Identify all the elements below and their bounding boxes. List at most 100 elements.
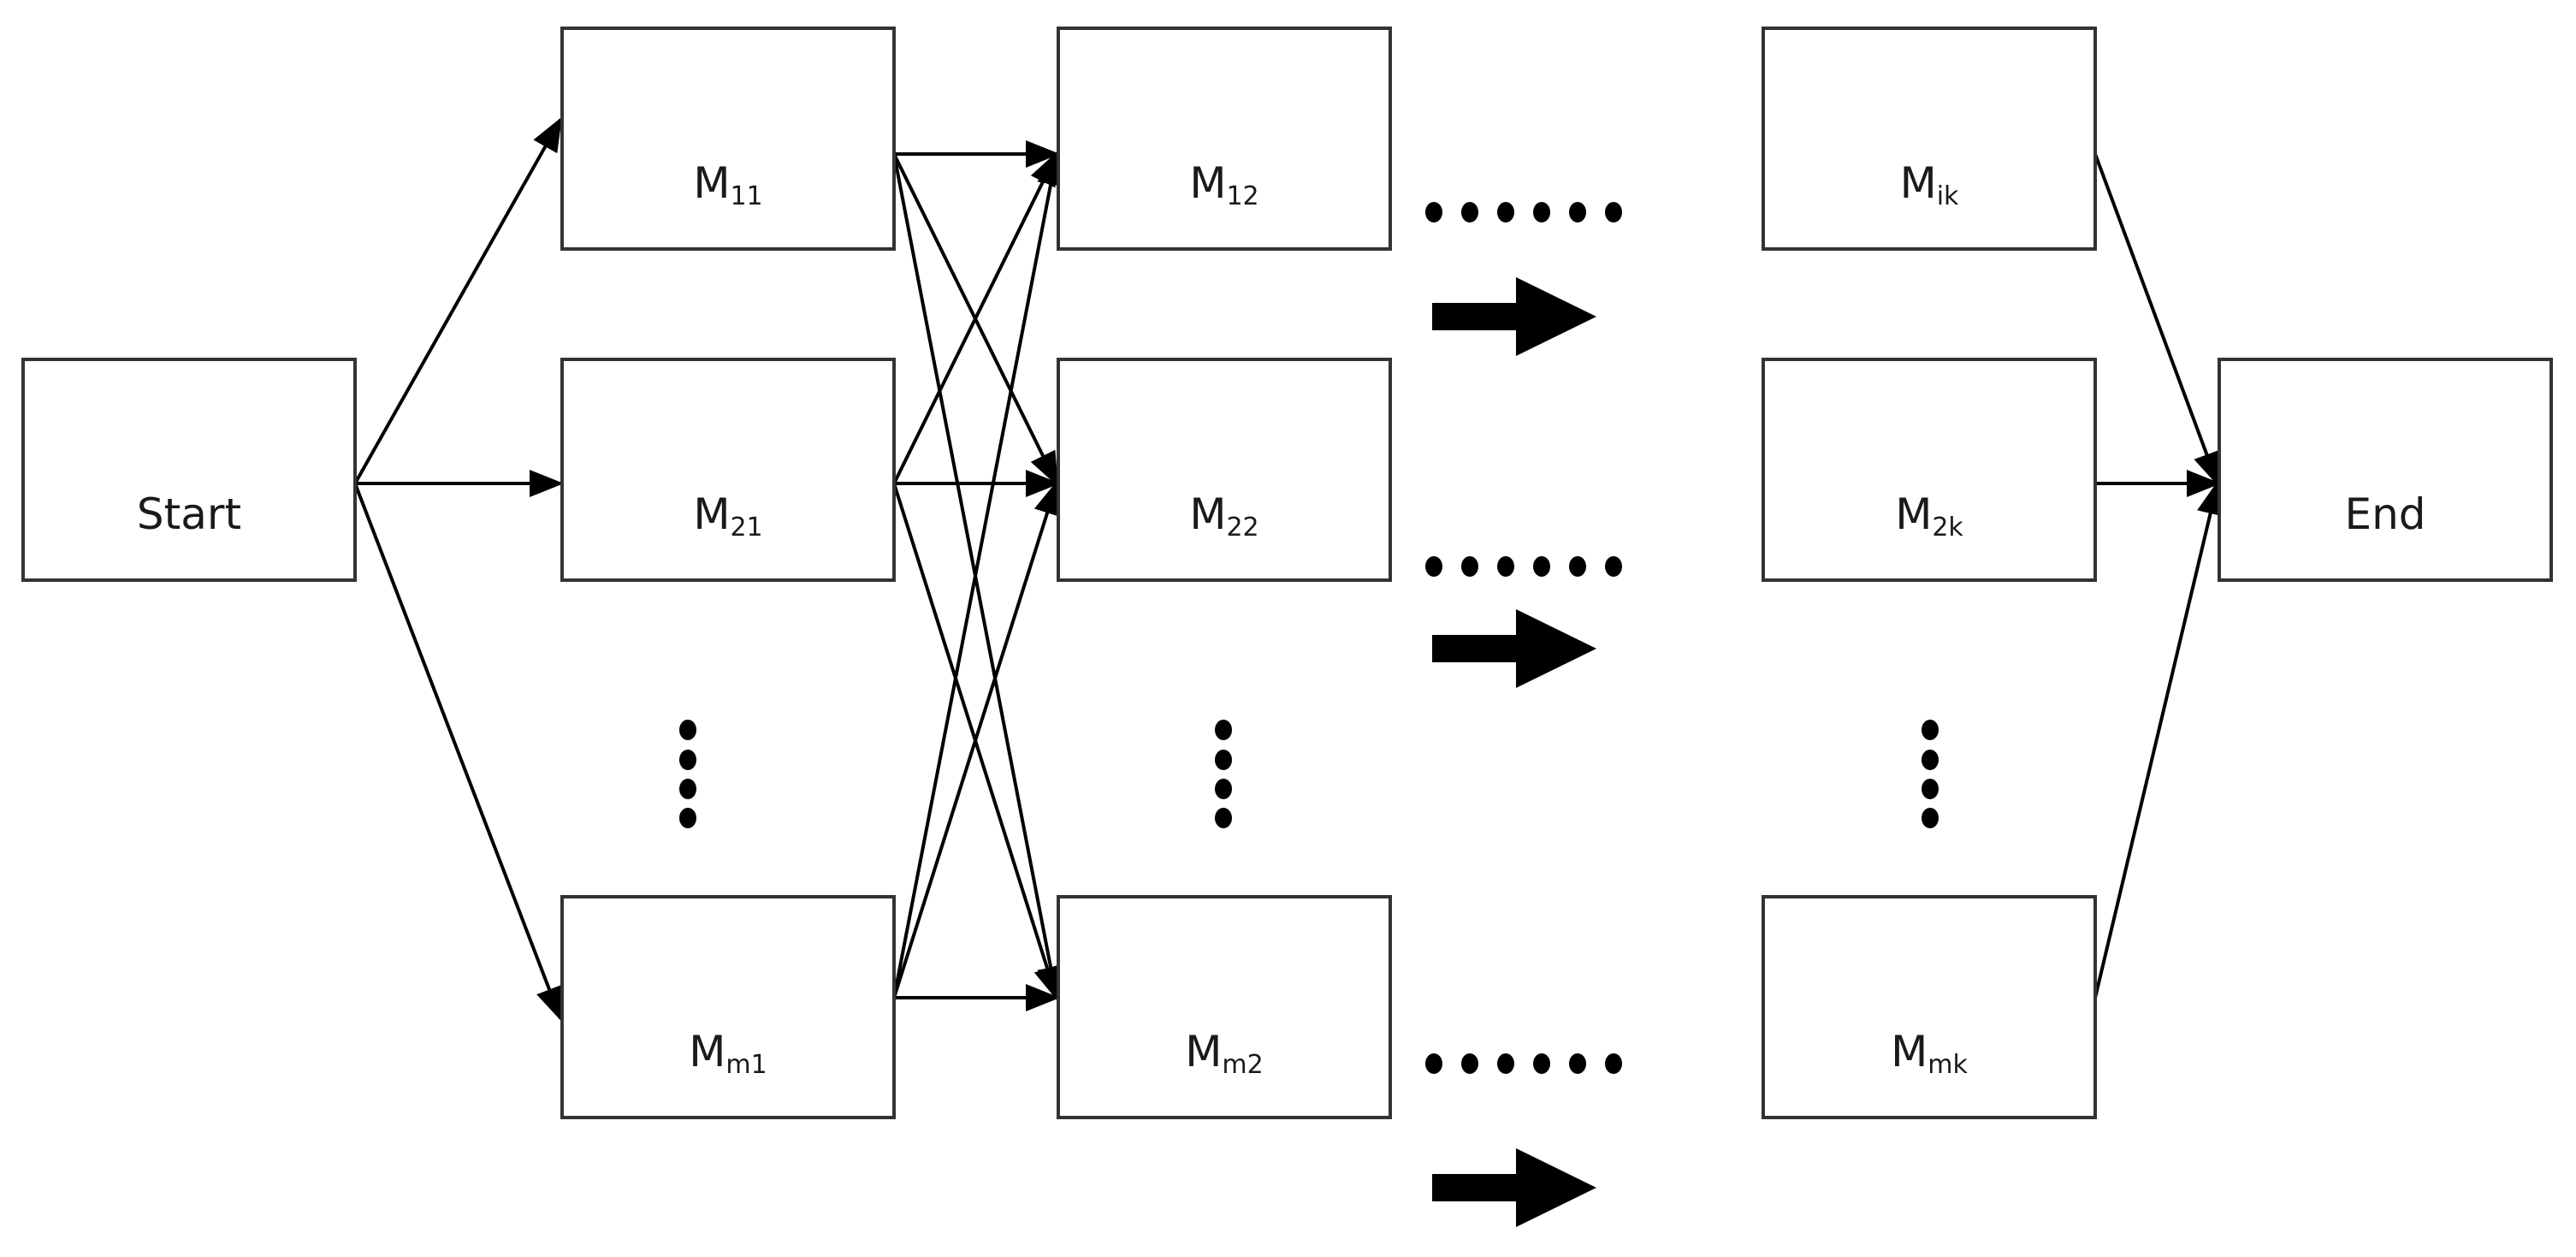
ellipsis-dot <box>1533 1053 1550 1074</box>
node-box <box>21 358 357 582</box>
ellipsis-dot <box>1425 556 1442 577</box>
vertical-ellipsis-column-2 <box>1215 720 1232 828</box>
node-m11[interactable]: M11 <box>560 27 896 251</box>
node-m2k[interactable]: M2k <box>1762 358 2097 582</box>
node-end[interactable]: End <box>2218 358 2553 582</box>
node-mik[interactable]: Mik <box>1762 27 2097 251</box>
node-label: M2k <box>1895 489 1963 543</box>
node-label: M12 <box>1189 158 1258 211</box>
ellipsis-dot <box>1215 779 1232 799</box>
node-label-subscript: 21 <box>730 513 762 543</box>
node-label-subscript: m1 <box>725 1050 767 1080</box>
node-box <box>1762 358 2097 582</box>
edges-layer <box>353 116 2224 1022</box>
node-box <box>1057 358 1392 582</box>
ellipsis-dot <box>1922 808 1939 828</box>
ellipsis-dot <box>1461 202 1478 222</box>
node-label-main: Start <box>137 489 241 539</box>
node-label: M11 <box>693 158 762 211</box>
node-label: Start <box>137 489 241 539</box>
node-mm1[interactable]: Mm1 <box>560 895 896 1119</box>
node-label-main: M <box>693 158 730 208</box>
node-label-main: M <box>1895 489 1932 539</box>
ellipsis-dot <box>1425 1053 1442 1074</box>
node-label: End <box>2344 489 2425 539</box>
ellipsis-dot <box>1461 556 1478 577</box>
horizontal-ellipsis-row-m <box>1425 1053 1622 1074</box>
ellipsis-dot <box>1922 750 1939 770</box>
ellipsis-dot <box>1605 556 1622 577</box>
edge-m21-to-m12 <box>892 151 1058 484</box>
edge-mm1-to-m12 <box>892 151 1064 999</box>
ellipsis-dot <box>1922 779 1939 799</box>
ellipsis-dot <box>1497 202 1514 222</box>
node-mmk[interactable]: Mmk <box>1762 895 2097 1119</box>
node-label-main: M <box>1189 489 1226 539</box>
node-label-subscript: m2 <box>1222 1050 1263 1080</box>
node-label-main: M <box>1891 1027 1928 1076</box>
node-label: Mmk <box>1891 1027 1968 1080</box>
ellipsis-dot <box>1215 750 1232 770</box>
ellipsis-dot <box>679 779 696 799</box>
ellipsis-dot <box>1533 556 1550 577</box>
node-label-subscript: ik <box>1937 181 1959 211</box>
ellipsis-dot <box>679 808 696 828</box>
node-label-subscript: 2k <box>1932 513 1963 543</box>
edge-start-to-mm1 <box>353 483 563 1022</box>
edge-mm1-to-m22 <box>892 480 1061 999</box>
node-label-subscript: mk <box>1928 1050 1968 1080</box>
ellipsis-dot <box>1605 1053 1622 1074</box>
decorations-layer <box>679 202 1939 1227</box>
node-label-main: End <box>2344 489 2425 539</box>
ellipsis-dot <box>1605 202 1622 222</box>
node-label: Mik <box>1900 158 1959 211</box>
node-box <box>1057 895 1392 1119</box>
edge-start-to-m11 <box>353 116 562 484</box>
node-mm2[interactable]: Mm2 <box>1057 895 1392 1119</box>
node-box <box>2218 358 2553 582</box>
node-label-main: M <box>1900 158 1937 208</box>
node-m21[interactable]: M21 <box>560 358 896 582</box>
ellipsis-dot <box>1497 1053 1514 1074</box>
node-label-subscript: 11 <box>730 181 762 211</box>
node-box <box>1057 27 1392 251</box>
edge-mmk-to-end <box>2093 480 2224 999</box>
node-label-main: M <box>689 1027 725 1076</box>
node-label-subscript: 22 <box>1226 513 1258 543</box>
ellipsis-dot <box>1215 808 1232 828</box>
ellipsis-dot <box>1215 720 1232 740</box>
ellipsis-dot <box>1461 1053 1478 1074</box>
ellipsis-dot <box>1569 556 1586 577</box>
ellipsis-dot <box>1533 202 1550 222</box>
node-label: Mm1 <box>689 1027 767 1080</box>
thick-right-arrow-icon <box>1432 277 1596 356</box>
thick-right-arrow-icon <box>1432 1148 1596 1227</box>
ellipsis-dot <box>1425 202 1442 222</box>
ellipsis-dot <box>679 720 696 740</box>
thick-right-arrow-icon <box>1432 609 1596 688</box>
node-box <box>1762 27 2097 251</box>
ellipsis-dot <box>1569 202 1586 222</box>
vertical-ellipsis-column-1 <box>679 720 696 828</box>
node-label-subscript: 12 <box>1226 181 1258 211</box>
node-label-main: M <box>1185 1027 1222 1076</box>
ellipsis-dot <box>1569 1053 1586 1074</box>
ellipsis-dot <box>1922 720 1939 740</box>
node-label-main: M <box>693 489 730 539</box>
edge-mik-to-end <box>2093 153 2220 487</box>
node-label: Mm2 <box>1185 1027 1263 1080</box>
vertical-ellipsis-column-k <box>1922 720 1939 828</box>
horizontal-ellipsis-row-2 <box>1425 556 1622 577</box>
node-box <box>560 358 896 582</box>
node-box <box>560 27 896 251</box>
node-m22[interactable]: M22 <box>1057 358 1392 582</box>
node-m12[interactable]: M12 <box>1057 27 1392 251</box>
node-box <box>560 895 896 1119</box>
node-start[interactable]: Start <box>21 358 357 582</box>
node-label: M21 <box>693 489 762 543</box>
node-box <box>1762 895 2097 1119</box>
ellipsis-dot <box>1497 556 1514 577</box>
node-label: M22 <box>1189 489 1258 543</box>
